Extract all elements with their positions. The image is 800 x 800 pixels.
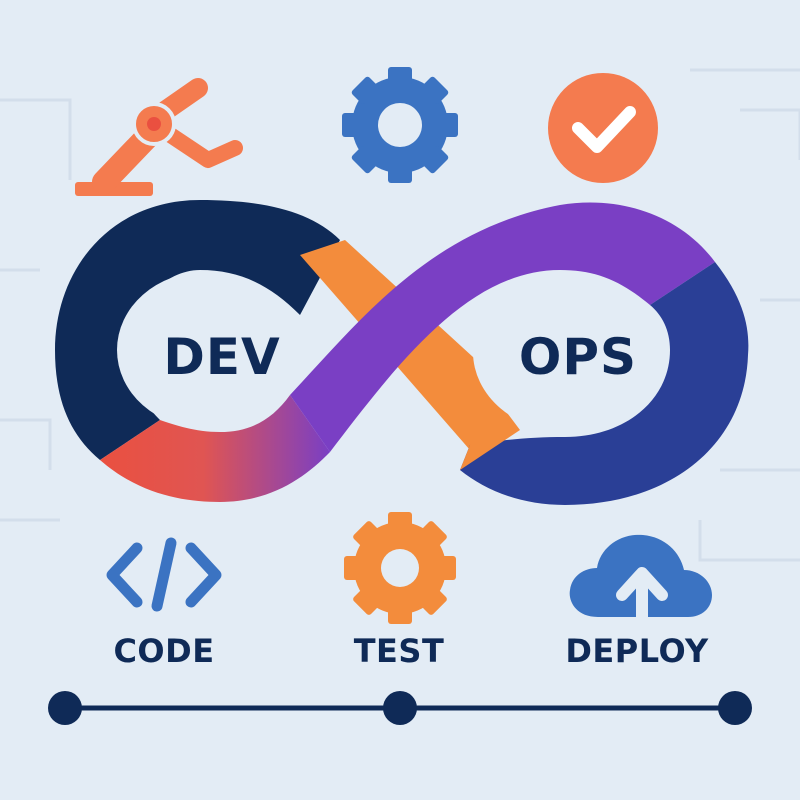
gear-icon bbox=[344, 512, 456, 624]
left-ring-navy bbox=[55, 200, 340, 460]
step-label-test: TEST bbox=[353, 632, 445, 670]
gear-icon bbox=[342, 67, 458, 183]
step-label-code: CODE bbox=[113, 632, 215, 670]
dev-label: DEV bbox=[163, 328, 281, 386]
ops-label: OPS bbox=[518, 328, 638, 386]
timeline-node-deploy bbox=[718, 691, 752, 725]
purple-diagonal-band bbox=[290, 202, 715, 452]
bottom-gradient-band bbox=[100, 395, 330, 502]
cloud-upload-icon bbox=[569, 534, 712, 624]
timeline-node-test bbox=[383, 691, 417, 725]
right-ring-indigo bbox=[460, 262, 749, 505]
timeline-node-code bbox=[48, 691, 82, 725]
infinity-loop bbox=[55, 200, 749, 505]
robot-arm-icon bbox=[75, 78, 243, 196]
pipeline-timeline bbox=[48, 691, 752, 725]
step-label-deploy: DEPLOY bbox=[565, 632, 709, 670]
background-circuit-lines bbox=[0, 68, 800, 562]
checkmark-badge-icon bbox=[548, 73, 658, 183]
code-brackets-icon bbox=[106, 537, 222, 612]
